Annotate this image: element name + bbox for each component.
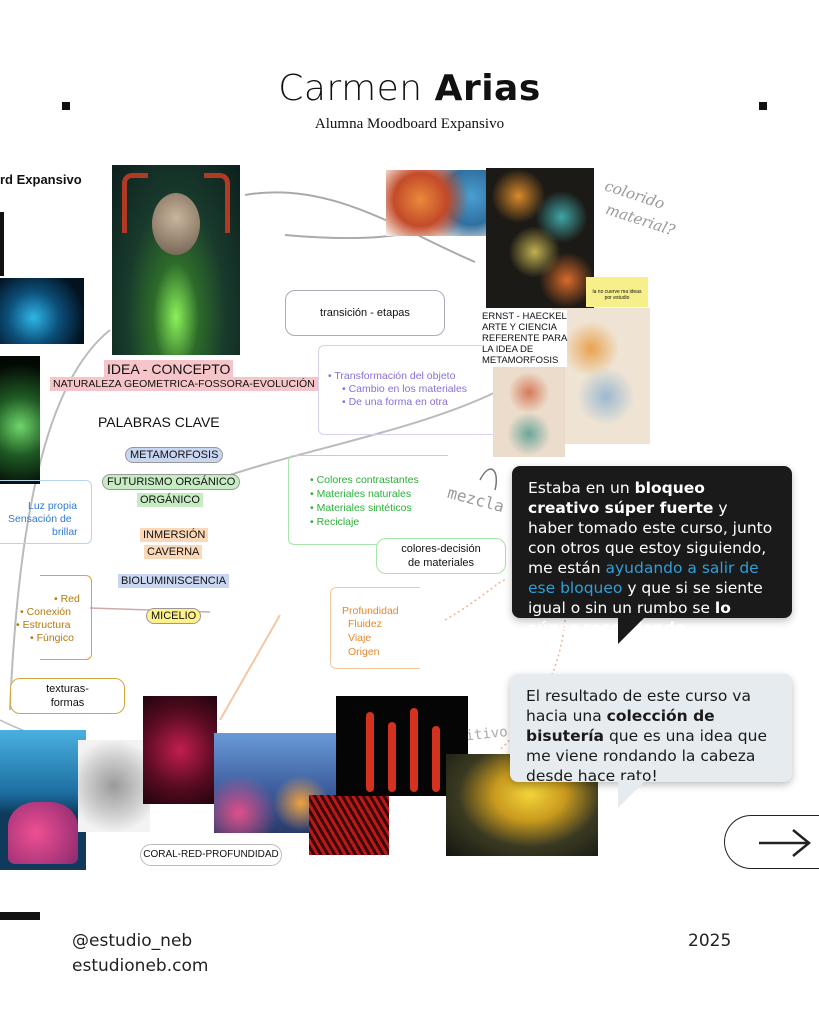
testimonial-dark-tail <box>618 616 646 644</box>
transformacion-title: • Transformación del objeto <box>328 370 456 382</box>
haeckel-caption: ERNST - HAECKEL ARTE Y CIENCIA REFERENTE… <box>482 310 568 367</box>
photo-haeckel-plate <box>486 168 594 308</box>
naturaleza-label: NATURALEZA GEOMETRICA-FOSSORA-EVOLUCIÓN <box>50 377 318 391</box>
keyword-organico: ORGÁNICO <box>137 493 203 507</box>
idea-concepto-label: IDEA - CONCEPTO <box>104 360 234 378</box>
red-item-conexion: • Conexión <box>20 606 71 618</box>
keyword-micelio: MICELIO <box>146 608 202 624</box>
profundidad-item-4: Origen <box>348 646 380 658</box>
testimonial-card-dark: Estaba en un bloqueo creativo súper fuer… <box>512 466 792 637</box>
next-button[interactable] <box>724 815 819 869</box>
keyword-inmersion: INMERSIÓN <box>140 528 209 542</box>
student-name: Carmen Arias <box>278 68 541 109</box>
red-item-estructura: • Estructura <box>16 619 71 631</box>
photo-bioluminescent <box>0 278 84 344</box>
keyword-futurismo: FUTURISMO ORGÁNICO <box>102 474 241 490</box>
footer-bar <box>0 912 40 920</box>
photo-medusa-sketch <box>386 170 500 236</box>
profundidad-item-2: Fluidez <box>348 618 382 630</box>
photo-white-coral <box>78 740 150 832</box>
keyword-bioluminiscencia: BIOLUMINISCENCIA <box>118 574 230 588</box>
corner-title: rd Expansivo <box>0 172 82 187</box>
keyword-metamorfosis: METAMORFOSIS <box>125 447 224 463</box>
footer-website[interactable]: estudioneb.com <box>72 956 209 976</box>
photo-red-net <box>309 795 389 855</box>
arrow-right-icon <box>759 829 811 857</box>
sticky-note: la no cuerve ma ideas por estudio <box>586 277 648 307</box>
colores-item-2: • Materiales naturales <box>310 488 412 500</box>
profundidad-item-3: Viaje <box>348 632 372 644</box>
photo-jellyfish-plate <box>552 308 650 444</box>
transicion-bubble: transición - etapas <box>285 290 445 336</box>
photo-radiolaria-plate <box>493 365 565 457</box>
red-box <box>40 575 92 660</box>
luz-sensacion: Sensación de <box>8 513 72 525</box>
transformacion-box <box>318 345 498 435</box>
coral-label: CORAL-RED-PROFUNDIDAD <box>140 844 282 866</box>
transformacion-item-1: • Cambio en los materiales <box>342 383 468 395</box>
palabras-clave-heading: PALABRAS CLAVE <box>98 414 220 430</box>
photo-red-fan <box>143 696 217 804</box>
decor-dot-right <box>759 102 767 110</box>
profundidad-box <box>330 587 420 669</box>
texturas-bubble: texturas-formas <box>10 678 125 714</box>
testimonial-card-light: El resultado de este curso va hacia una … <box>510 674 792 785</box>
decor-dot-left <box>62 102 70 110</box>
photo-green-glow <box>0 356 40 484</box>
colores-item-3: • Materiales sintéticos <box>310 502 412 514</box>
transformacion-item-2: • De una forma en otra <box>342 396 448 408</box>
photo-edge-dark <box>0 212 4 276</box>
profundidad-item-1: Profundidad <box>342 605 399 617</box>
photo-idea-portrait <box>112 165 240 355</box>
subtitle: Alumna Moodboard Expansivo <box>314 116 505 132</box>
colores-item-4: • Reciclaje <box>310 516 360 528</box>
moodboard: rd Expansivo IDEA - CONCEPTO NATURALEZA … <box>0 150 819 880</box>
red-item-fungico: • Fúngico <box>30 632 74 644</box>
luz-propia: Luz propia <box>28 500 78 512</box>
colores-item-1: • Colores contrastantes <box>310 474 419 486</box>
colores-box <box>288 455 448 545</box>
photo-reef-ocean <box>0 730 86 870</box>
testimonial-light-tail <box>618 780 646 808</box>
testimonial-highlight: ayudando a salir de ese bloqueo <box>528 559 759 597</box>
red-item-red: • Red <box>54 593 80 605</box>
footer-handle[interactable]: @estudio_neb <box>72 931 193 951</box>
keyword-caverna: CAVERNA <box>144 545 203 559</box>
footer-year: 2025 <box>688 931 732 951</box>
luz-box <box>0 480 92 544</box>
luz-brillar: brillar <box>52 526 78 538</box>
